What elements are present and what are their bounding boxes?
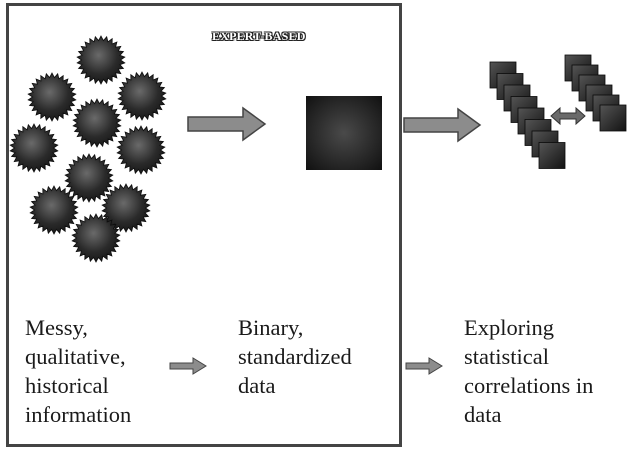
spiky-circle-icon — [101, 183, 151, 233]
messy-information-cluster — [9, 35, 167, 263]
spiky-circle-icon — [29, 185, 79, 235]
binary-data-caption: Binary, standardized data — [238, 315, 352, 398]
dark-square-icon — [306, 96, 382, 170]
messy-information-caption: Messy, qualitative, historical informati… — [25, 315, 132, 427]
double-arrow-icon — [550, 106, 586, 126]
expert-based-frame — [6, 3, 402, 447]
spiky-circle-icon — [27, 72, 77, 122]
right-arrow-icon — [403, 107, 482, 143]
right-arrow-icon — [405, 357, 443, 375]
small-square-stack-icon — [599, 104, 627, 132]
spiky-circle-icon — [117, 71, 167, 121]
spiky-circle-icon — [116, 125, 166, 175]
exploring-correlations-caption: Exploring statistical correlations in da… — [464, 315, 594, 427]
spiky-circle-icon — [9, 123, 59, 173]
spiky-circle-icon — [76, 35, 126, 85]
spiky-circle-icon — [64, 153, 114, 203]
right-arrow-icon — [169, 357, 207, 375]
spiky-circle-icon — [72, 98, 122, 148]
spiky-circle-icon — [71, 213, 121, 263]
right-arrow-icon — [187, 106, 267, 142]
small-square-stack-icon — [538, 142, 566, 169]
correlation-squares — [489, 54, 627, 169]
expert-based-label: EXPERT-BASED — [212, 29, 306, 43]
